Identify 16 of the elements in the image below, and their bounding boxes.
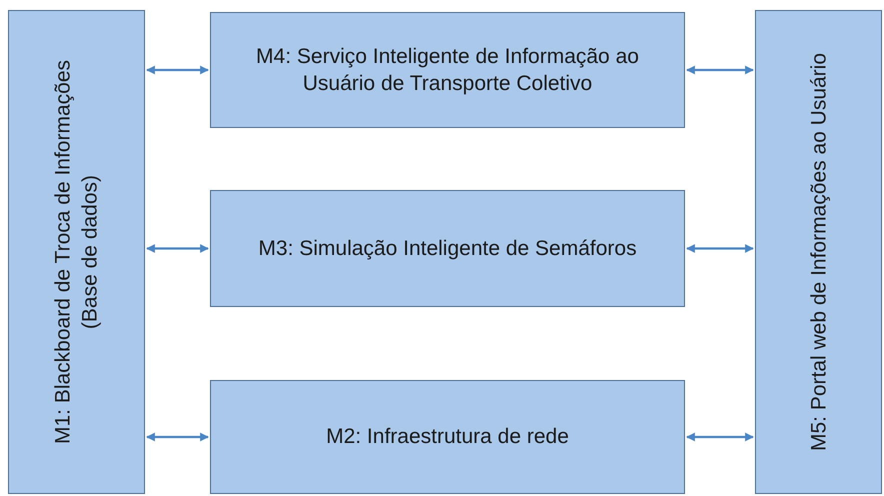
module-label: M1: Blackboard de Troca de Informações (Base de dados)	[50, 58, 102, 446]
double-arrow	[686, 432, 754, 442]
double-arrow	[146, 432, 209, 442]
double-arrow	[146, 244, 209, 253]
module-box	[210, 190, 685, 307]
module-label: M3: Simulação Inteligente de Semáforos	[257, 236, 638, 262]
module-box	[755, 10, 882, 494]
module-label: M4: Serviço Inteligente de Informação ao Usuário de Transporte Coletivo	[255, 44, 640, 97]
module-label: M5: Portal web de Informações ao Usuário	[806, 52, 831, 454]
double-arrow	[146, 66, 209, 74]
module-box	[8, 10, 145, 494]
module-box	[210, 12, 685, 128]
double-arrow	[686, 244, 754, 253]
module-label: M2: Infraestrutura de rede	[325, 424, 570, 450]
double-arrow	[686, 66, 754, 74]
module-box	[210, 380, 685, 494]
